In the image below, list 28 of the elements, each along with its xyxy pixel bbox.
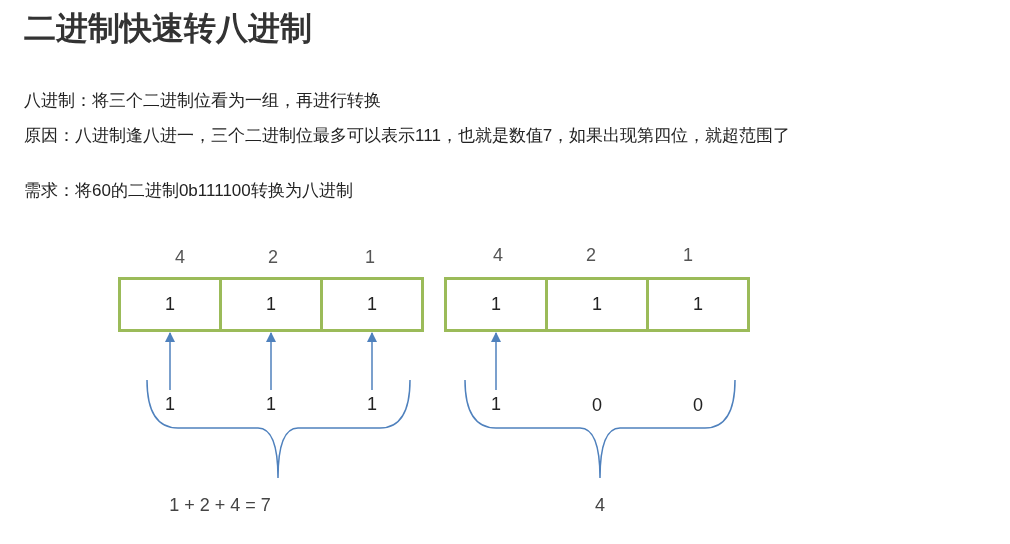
bit-cell: 1 [320, 277, 424, 332]
weight-label: 2 [268, 246, 278, 269]
binary-digit: 1 [150, 392, 190, 416]
binary-digit: 1 [251, 392, 291, 416]
description-text: 原因：八进制逢八进一，三个二进制位最多可以表示111，也就是数值7，如果出现第四位，就超范围了 [24, 125, 791, 147]
sum-label: 1 + 2 + 4 = 7 [169, 494, 271, 517]
weight-label: 4 [493, 244, 503, 267]
weight-label: 1 [683, 244, 693, 267]
title: 二进制快速转八进制 [24, 9, 312, 48]
bit-cell: 1 [219, 277, 323, 332]
bit-cell: 1 [545, 277, 649, 332]
arrow [366, 331, 378, 391]
bit-cell: 1 [444, 277, 548, 332]
arrow [265, 331, 277, 391]
binary-digit: 1 [352, 392, 392, 416]
description-text: 需求：将60的二进制0b111100转换为八进制 [24, 180, 353, 202]
bit-cell: 1 [118, 277, 222, 332]
binary-digit: 0 [592, 394, 602, 417]
binary-digit: 0 [693, 394, 703, 417]
weight-label: 4 [175, 246, 185, 269]
arrow [490, 331, 502, 391]
binary-digit: 1 [476, 392, 516, 416]
description-text: 八进制：将三个二进制位看为一组，再进行转换 [24, 90, 381, 112]
result-label: 4 [595, 494, 605, 517]
weight-label: 2 [586, 244, 596, 267]
bit-cell: 1 [646, 277, 750, 332]
arrow [164, 331, 176, 391]
weight-label: 1 [365, 246, 375, 269]
